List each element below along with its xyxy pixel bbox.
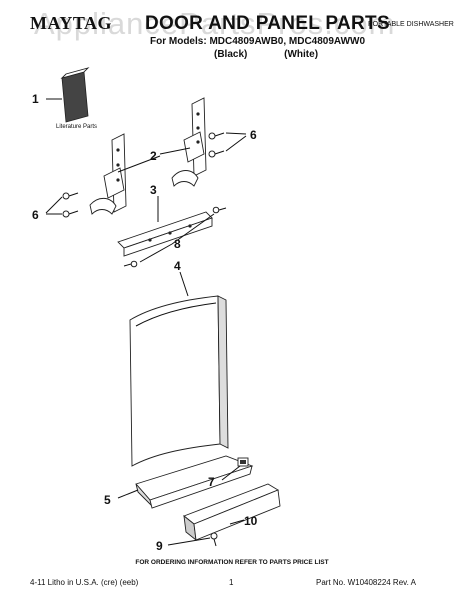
hinge-bracket-right — [171, 97, 207, 187]
screws-right — [208, 132, 225, 158]
color-variants: (Black) (White) — [214, 49, 318, 60]
ordering-note: FOR ORDERING INFORMATION REFER TO PARTS … — [135, 559, 329, 566]
kick-plate-screw — [210, 532, 218, 547]
callout-7: 7 — [208, 475, 215, 489]
callout-8: 8 — [174, 237, 181, 251]
callout-3: 3 — [150, 183, 157, 197]
hinge-support-rail — [117, 211, 213, 257]
page-title: DOOR AND PANEL PARTS — [145, 13, 390, 34]
hinge-bracket-left — [89, 133, 127, 215]
print-info: 4-11 Litho in U.S.A. (cre) (eeb) — [30, 578, 139, 587]
screws-left — [62, 192, 79, 218]
brand-logo: MAYTAG — [30, 13, 113, 33]
callout-5: 5 — [104, 493, 111, 507]
kick-plate — [183, 483, 281, 542]
callout-9: 9 — [156, 539, 163, 553]
variant-black: (Black) — [214, 49, 248, 60]
watermark: AppliancePartsPros.com — [34, 6, 396, 41]
callout-6-right: 6 — [250, 128, 257, 142]
variant-white: (White) — [284, 49, 319, 60]
callout-10: 10 — [244, 514, 258, 528]
callout-1: 1 — [32, 92, 39, 106]
literature-caption: Literature Parts — [56, 124, 97, 130]
page-number: 1 — [229, 578, 234, 587]
literature-booklet — [60, 67, 90, 123]
callout-6-left: 6 — [32, 208, 39, 222]
models-line: For Models: MDC4809AWB0, MDC4809AWW0 — [150, 36, 366, 47]
clip — [237, 457, 249, 467]
callout-2: 2 — [150, 149, 157, 163]
document-type: PORTABLE DISHWASHER — [368, 21, 454, 28]
door-panel — [129, 295, 229, 467]
part-number: Part No. W10408224 Rev. A — [316, 578, 416, 587]
rail-screws — [123, 206, 227, 268]
callout-4: 4 — [174, 259, 181, 273]
